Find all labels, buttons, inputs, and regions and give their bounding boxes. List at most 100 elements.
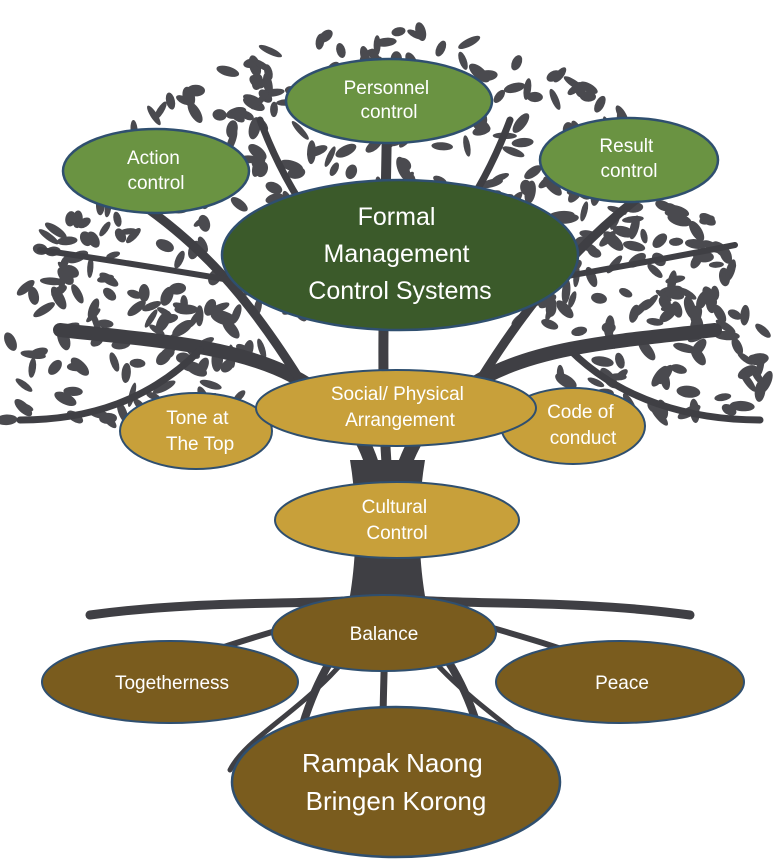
leaf (336, 43, 346, 58)
svg-text:Result control: Result control (599, 136, 658, 182)
svg-text:Togetherness: Togetherness (115, 673, 229, 694)
leaf (553, 67, 567, 83)
node-label-line: Peace (595, 673, 649, 694)
svg-text:Formal Management: Formal Management Control Systems (308, 203, 491, 305)
node-label-line: Control (366, 523, 427, 544)
leaf (121, 363, 131, 383)
leaf (79, 231, 93, 247)
leaf (556, 364, 565, 383)
node-action-control: Action control (61, 127, 251, 215)
leaf (97, 274, 114, 283)
leaf (174, 250, 185, 269)
node-label-line: Personnel (344, 78, 430, 99)
node-label-line: Balance (350, 624, 419, 645)
leaf (688, 220, 705, 242)
node-cultural-control: Cultural Control (274, 481, 520, 559)
leaf (696, 290, 709, 310)
leaf (699, 212, 716, 226)
leaf (754, 379, 766, 402)
leaf (48, 359, 62, 375)
leaf (541, 319, 559, 330)
svg-text:Cultural Control: Cultural Control (362, 497, 433, 544)
leaf (231, 304, 242, 324)
leaf (603, 231, 624, 251)
leaf (480, 178, 503, 189)
leaf (127, 300, 146, 317)
leaf (4, 332, 17, 351)
leaf (28, 286, 40, 305)
leaf (714, 393, 732, 402)
leaf (113, 211, 122, 227)
leaf (725, 259, 736, 282)
node-rampak-naong-bringen-korong: Rampak Naong Bringen Korong (230, 705, 562, 859)
leaf (647, 263, 663, 278)
leaf (109, 352, 120, 372)
leaf (591, 356, 614, 367)
leaf (251, 91, 269, 110)
leaf (511, 55, 523, 71)
node-result-control: Result control (538, 116, 720, 204)
leaf (155, 239, 174, 253)
leaf (54, 391, 77, 407)
leaf (172, 302, 190, 313)
leaf (740, 304, 750, 326)
leaf (556, 300, 574, 319)
node-label-line: conduct (550, 428, 617, 449)
leaf (523, 78, 532, 100)
node-peace: Peace (495, 640, 745, 724)
svg-text:Social/ Physical Arrange: Social/ Physical Arrangement (331, 384, 469, 431)
leaf (147, 105, 161, 126)
svg-text:Balance: Balance (350, 624, 419, 645)
node-label-line: Social/ Physical (331, 384, 464, 405)
leaf (623, 240, 646, 252)
leaf (670, 364, 687, 374)
leaf (144, 309, 158, 328)
leaf (526, 91, 543, 103)
node-label-line: Code of (547, 402, 614, 423)
svg-text:Rampak Naong Bringen Kor: Rampak Naong Bringen Korong (302, 748, 490, 816)
leaf (587, 247, 602, 258)
leaf (157, 307, 173, 318)
svg-text:Action control: Action control (127, 148, 185, 194)
leaf (270, 101, 278, 118)
leaf (678, 287, 697, 300)
leaf (657, 364, 673, 385)
leaf (373, 35, 381, 56)
leaf (20, 350, 46, 360)
leaf (38, 229, 59, 245)
leaf (57, 267, 74, 285)
leaf (220, 358, 235, 373)
leaf (324, 146, 336, 167)
leaf (643, 294, 658, 311)
leaf (684, 239, 708, 249)
leaf (503, 82, 526, 94)
leaf (182, 86, 196, 107)
node-label-line: Rampak Naong (302, 748, 483, 778)
leaf (279, 159, 304, 172)
node-togetherness: Togetherness (41, 640, 299, 724)
node-social-physical-arrangement: Social/ Physical Arrangement (255, 369, 537, 447)
leaf (463, 135, 471, 157)
leaf (100, 410, 117, 429)
leaf (524, 165, 542, 180)
leaf (664, 289, 685, 300)
leaf (549, 88, 561, 110)
leaf (165, 92, 176, 110)
node-tone-at-the-top: Tone at The Top (119, 392, 273, 470)
leaf (646, 318, 664, 326)
leaf (755, 323, 771, 338)
leaf (669, 237, 684, 246)
leaf (184, 361, 208, 377)
leaf (99, 221, 111, 237)
leaf (265, 181, 283, 194)
leaf (571, 326, 588, 337)
leaf (138, 284, 150, 302)
node-label-line: Cultural (362, 497, 427, 518)
leaf (568, 291, 577, 308)
leaf (59, 255, 70, 271)
leaf (594, 95, 606, 113)
leaf (391, 27, 406, 37)
leaf (493, 89, 505, 103)
leaf (17, 402, 34, 412)
leaf (652, 233, 668, 249)
